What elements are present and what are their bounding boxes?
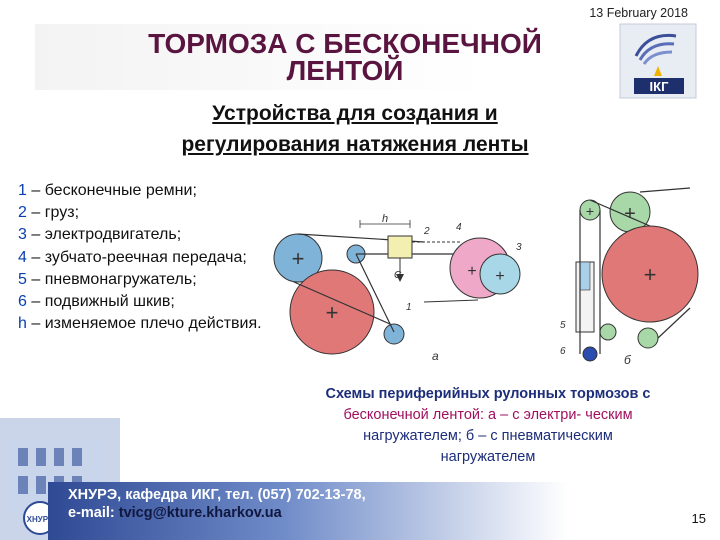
caption-line-1: Схемы периферийных рулонных тормозов с	[325, 386, 651, 402]
legend-key: 6	[18, 293, 27, 311]
weight-block	[387, 235, 413, 259]
legend-key: 3	[18, 226, 27, 244]
footer-contact: ХНУРЭ, кафедра ИКГ, тел. (057) 702-13-78…	[68, 487, 366, 503]
subtitle-line-2: регулирования натяжения ленты	[181, 133, 529, 156]
legend-text: – электродвигатель;	[26, 226, 182, 244]
label-b: б	[624, 353, 632, 367]
label-G: G	[394, 270, 402, 281]
footer-band	[48, 482, 568, 540]
roll-mid-right	[599, 323, 617, 341]
scheme-b: + + + 5 6 б	[560, 187, 699, 367]
subtitle-line-1: Устройства для создания и	[212, 102, 498, 125]
motor-gear	[479, 253, 521, 295]
slide-date: 13 February 2018	[589, 6, 688, 20]
legend-text: – пневмонагружатель;	[26, 270, 197, 288]
label-6: 6	[560, 346, 566, 357]
svg-text:+: +	[586, 203, 594, 219]
legend-item-3: 3 – электродвигатель;	[18, 224, 268, 246]
legend-item-6: 6 – подвижный шкив;	[18, 291, 268, 313]
svg-text:+: +	[467, 263, 476, 280]
email-label: e-mail:	[68, 505, 119, 521]
figure-caption: Схемы периферийных рулонных тормозов с б…	[278, 384, 698, 468]
movable-pulley	[582, 346, 598, 362]
brake-schematic-figure: + + + + h G 1 2 3 4 а + + +	[273, 187, 699, 367]
legend-text: – изменяемое плечо действия.	[26, 315, 262, 333]
roll-center	[289, 269, 375, 355]
legend-key: 1	[18, 182, 27, 199]
slide-subtitle: Устройства для создания и регулирования …	[110, 98, 600, 160]
label-3: 3	[516, 242, 522, 253]
legend-text: – подвижный шкив;	[26, 293, 175, 311]
roll-low-right	[637, 327, 659, 349]
scheme-a: + + + + h G 1 2 3 4 а	[273, 213, 522, 363]
legend-text: – груз;	[26, 204, 80, 222]
legend-item-2: 2 – груз;	[18, 202, 268, 224]
legend-text: – зубчато-реечная передача;	[26, 248, 247, 266]
label-2: 2	[423, 226, 430, 237]
legend-item-1: 1 – бесконечные ремни;	[18, 180, 268, 202]
legend-key: 5	[18, 270, 27, 288]
pulley-lower	[383, 323, 405, 345]
svg-text:+: +	[326, 300, 339, 325]
label-1: 1	[406, 302, 412, 313]
university-logo-text: ХНУРЕ	[27, 515, 54, 524]
department-logo: ІКГ	[619, 23, 697, 99]
legend-key: 4	[18, 248, 27, 266]
page-number: 15	[691, 511, 706, 526]
legend-item-4: 4 – зубчато-реечная передача;	[18, 247, 268, 269]
title-background	[35, 24, 600, 90]
caption-line-4: нагружателем	[440, 449, 536, 465]
legend-text: – бесконечные ремни;	[26, 182, 197, 199]
title-line-2: ЛЕНТОЙ	[286, 55, 404, 86]
svg-text:+: +	[495, 268, 504, 285]
svg-text:+: +	[292, 246, 305, 271]
caption-line-3: нагружателем; б – с пневматическим	[363, 428, 613, 444]
label-h: h	[382, 213, 388, 225]
logo-text: ІКГ	[650, 79, 670, 94]
legend-item-h: h – изменяемое плечо действия.	[18, 313, 268, 335]
footer-email-line: e-mail: tvicg@kture.kharkov.ua	[68, 505, 282, 521]
svg-text:+: +	[624, 203, 636, 225]
slide-title: ТОРМОЗА С БЕСКОНЕЧНОЙ ЛЕНТОЙ	[110, 28, 580, 86]
label-5: 5	[560, 320, 566, 331]
legend-key: h	[18, 315, 27, 333]
caption-line-2: бесконечной лентой: а – с электри- чески…	[343, 407, 633, 423]
title-line-1: ТОРМОЗА С БЕСКОНЕЧНОЙ	[148, 28, 542, 59]
legend-item-5: 5 – пневмонагружатель;	[18, 269, 268, 291]
email-address[interactable]: tvicg@kture.kharkov.ua	[118, 505, 282, 521]
legend-key: 2	[18, 204, 27, 222]
legend-list: 1 – бесконечные ремни; 2 – груз; 3 – эле…	[18, 180, 268, 335]
label-a: а	[432, 349, 439, 363]
svg-text:+: +	[644, 262, 657, 287]
label-4: 4	[456, 222, 462, 233]
